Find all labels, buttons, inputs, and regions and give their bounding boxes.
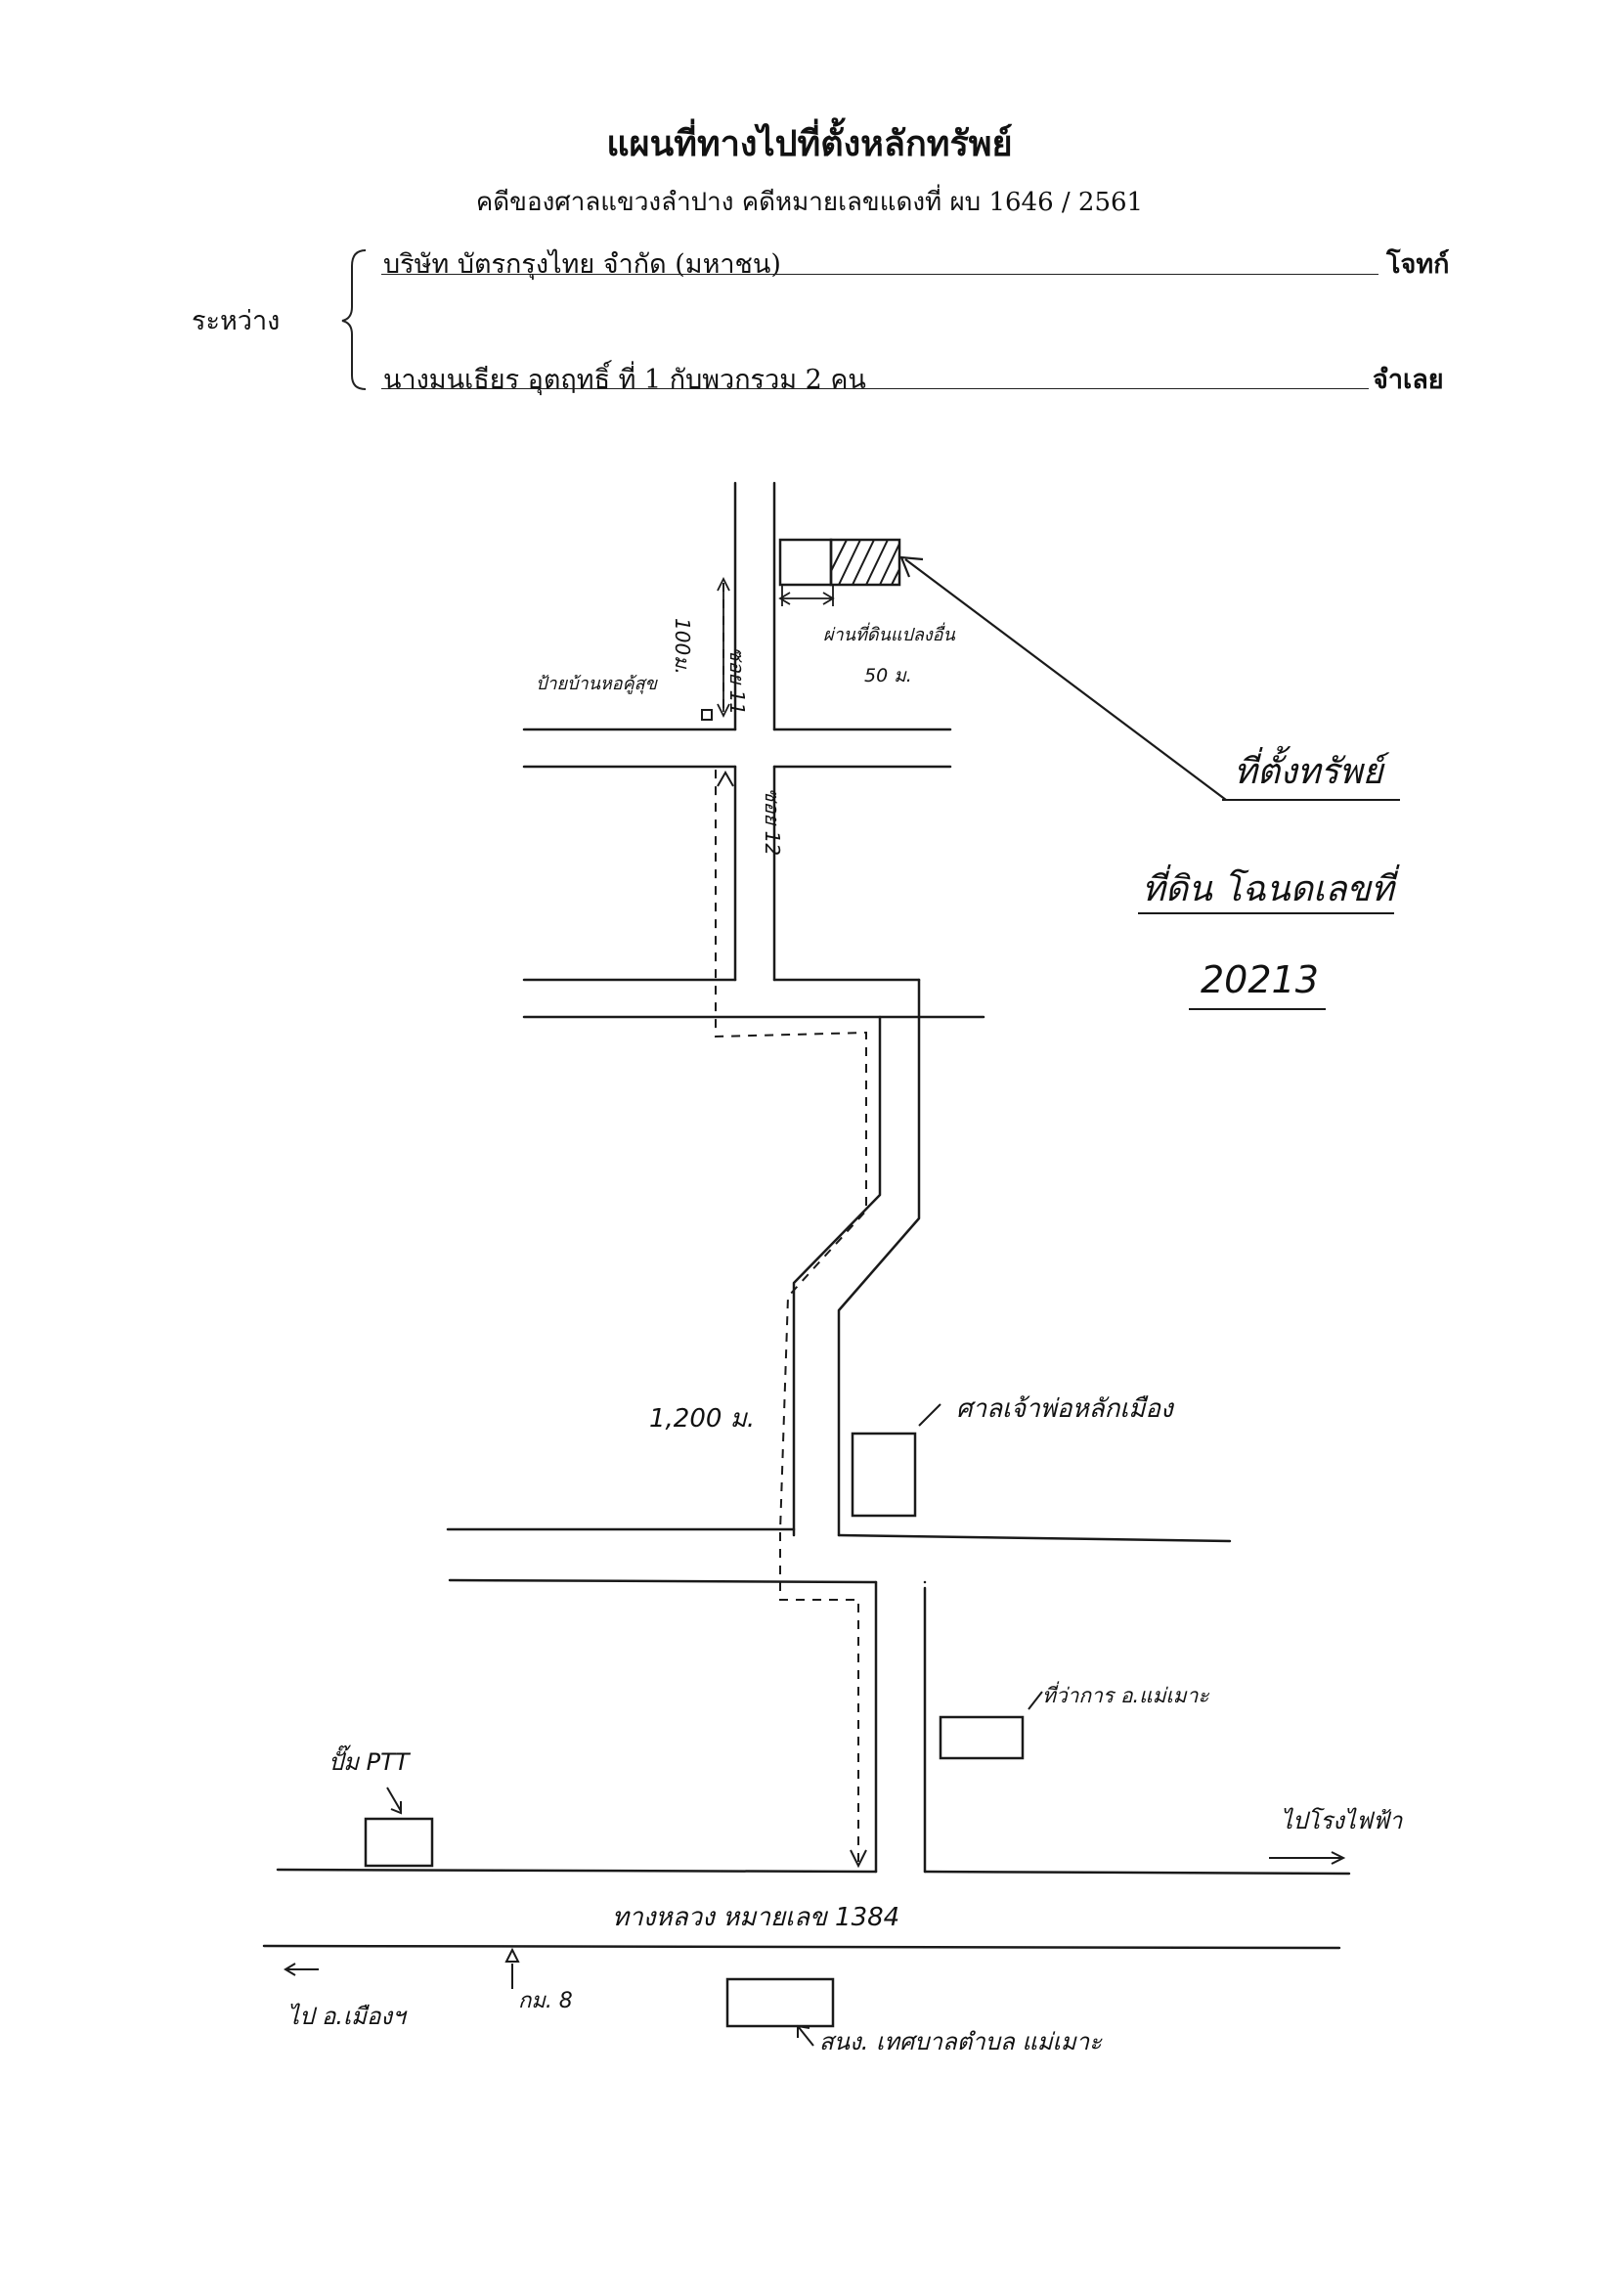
shrine-box — [851, 1432, 917, 1518]
brace-icon — [341, 249, 367, 390]
land-note-label: ผ่านที่ดินแปลงอื่น — [823, 625, 955, 645]
to-mueang-arrow — [284, 1963, 319, 1976]
ptt-station-label: ปั๊ม PTT — [328, 1748, 410, 1776]
highway-lower-edge — [262, 1944, 1341, 1950]
soi-12-label: ซอย 12 — [761, 788, 784, 857]
distance-1200-label: 1,200 ม. — [649, 1404, 756, 1434]
sign-label: ป้ายบ้านหอคู้สุข — [536, 674, 657, 694]
property-location-label: ที่ตั้งทรัพย์ — [1234, 752, 1383, 792]
route-path — [715, 763, 867, 1862]
highway-upper-edge — [276, 1868, 1351, 1876]
deed-number: 20213 — [1201, 958, 1319, 1001]
municipality-office-label: สนง. เทศบาลตำบล แม่เมาะ — [819, 2028, 1103, 2055]
to-power-plant-label: ไปโรงไฟฟ้า — [1281, 1807, 1403, 1834]
ptt-station-box — [364, 1817, 434, 1868]
highway-label: ทางหลวง หมายเลข 1384 — [612, 1903, 900, 1932]
distance-50-label: 50 ม. — [864, 665, 912, 686]
defendant-role: จำเลย — [1373, 365, 1444, 395]
district-office-label: ที่ว่าการ อ.แม่เมาะ — [1042, 1684, 1209, 1707]
defendant-name: นางมนเธียร อุตฤทธิ์ ที่ 1 กับพวกรวม 2 คน — [383, 365, 866, 395]
distance-100-arrow — [717, 576, 730, 719]
property-lot-target — [829, 538, 901, 587]
to-mueang-label: ไป อ.เมืองฯ — [287, 2003, 406, 2030]
soi-11-label: ซอย 11 — [725, 647, 749, 716]
main-road-left-edge — [792, 1015, 882, 1537]
between-label: ระหว่าง — [192, 306, 281, 336]
case-subtitle: คดีของศาลแขวงลำปาง คดีหมายเลขแดงที่ ผบ 1… — [475, 188, 1144, 217]
property-pointer-arrow — [904, 558, 1227, 801]
to-power-plant-arrow — [1269, 1851, 1346, 1865]
deed-label: ที่ดิน โฉนดเลขที่ — [1142, 869, 1394, 909]
cross-road-3 — [446, 1527, 1232, 1543]
distance-100-label: 100ม. — [671, 618, 694, 675]
main-road-right-edge — [837, 978, 921, 1537]
plaintiff-role: โจทก์ — [1386, 249, 1450, 280]
district-office-box — [939, 1715, 1025, 1760]
shrine-label: ศาลเจ้าพ่อหลักเมือง — [956, 1394, 1173, 1424]
municipality-office-box — [725, 1977, 835, 2028]
km-marker-label: กม. 8 — [518, 1989, 573, 2013]
sign-marker — [701, 709, 713, 721]
page-title: แผนที่ทางไปที่ตั้งหลักทรัพย์ — [606, 123, 1013, 164]
km-marker-icon — [504, 1947, 520, 1989]
property-lot-neighbor — [778, 538, 833, 587]
distance-50-arrow — [778, 592, 835, 605]
defendant-underline — [381, 388, 1369, 389]
plaintiff-underline — [381, 274, 1378, 275]
